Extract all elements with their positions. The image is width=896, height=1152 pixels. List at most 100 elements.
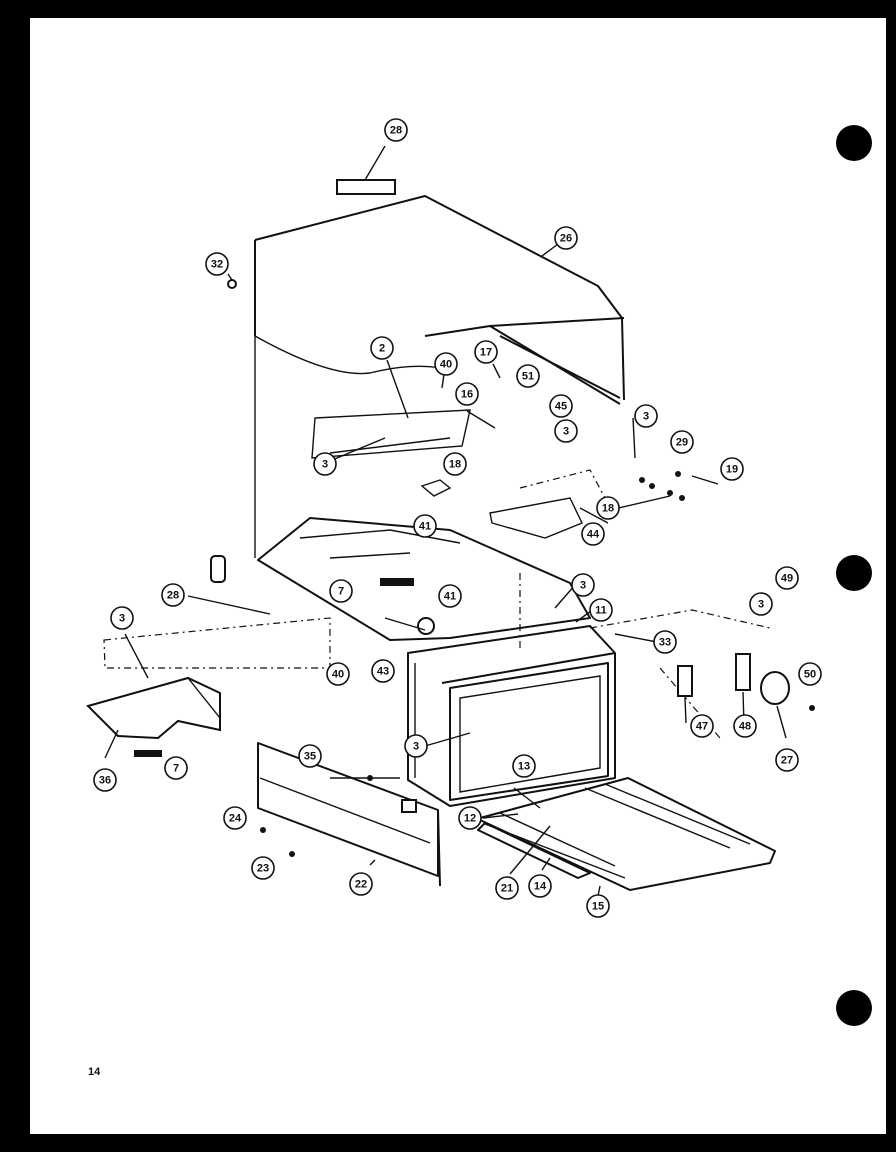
callout-number: 44: [587, 529, 600, 541]
callout-circle: [775, 566, 799, 590]
callout-number: 3: [563, 426, 569, 438]
callout-number: 45: [555, 401, 567, 413]
callout-number: 12: [464, 813, 476, 825]
part-callout-21: 21: [495, 876, 519, 900]
callout-circle: [554, 226, 578, 250]
callout-circle: [495, 876, 519, 900]
part-callout-49: 49: [775, 566, 799, 590]
callout-circle: [690, 714, 714, 738]
callout-number: 18: [449, 459, 461, 471]
top-bracket: [336, 179, 396, 195]
callout-circle: [370, 336, 394, 360]
part-callout-3: 3: [634, 404, 658, 428]
switch-assembly: [420, 479, 452, 497]
callout-number: 32: [211, 259, 223, 271]
hinge-rail: [477, 822, 591, 879]
callout-number: 49: [781, 573, 793, 585]
callout-number: 3: [413, 741, 419, 753]
callout-number: 23: [257, 863, 269, 875]
callout-number: 40: [332, 669, 344, 681]
part-callout-15: 15: [586, 894, 610, 918]
cabinet-cover: [254, 195, 625, 558]
callout-circle: [720, 457, 744, 481]
callout-circle: [775, 748, 799, 772]
callout-circle: [512, 754, 536, 778]
callout-number: 7: [173, 763, 179, 775]
vent-strip: [134, 750, 162, 757]
part-callout-33: 33: [653, 630, 677, 654]
callout-circle: [384, 118, 408, 142]
screw: [227, 279, 237, 289]
callout-circle: [653, 630, 677, 654]
part-callout-50: 50: [798, 662, 822, 686]
callout-number: 14: [534, 881, 547, 893]
floor-pan: [257, 517, 591, 641]
part-callout-14: 14: [528, 874, 552, 898]
callout-number: 13: [518, 761, 530, 773]
callout-circle: [413, 514, 437, 538]
capacitor: [210, 555, 226, 583]
part-callout-18: 18: [443, 452, 467, 476]
callout-number: 15: [592, 901, 604, 913]
callout-number: 24: [229, 813, 242, 825]
part-callout-43: 43: [371, 659, 395, 683]
small-hardware: [639, 471, 719, 501]
part-callout-7: 7: [164, 756, 188, 780]
right-hardware: [677, 653, 815, 711]
part-callout-23: 23: [251, 856, 275, 880]
part-callout-40: 40: [434, 352, 458, 376]
part-callout-3: 3: [313, 452, 337, 476]
part-callout-19: 19: [720, 457, 744, 481]
part-callout-41: 41: [413, 514, 437, 538]
bracket-plate: [489, 497, 583, 539]
part-callout-17: 17: [474, 340, 498, 364]
part-callout-13: 13: [512, 754, 536, 778]
part-callout-3: 3: [554, 419, 578, 443]
callout-number: 17: [480, 347, 492, 359]
callout-number: 27: [781, 755, 793, 767]
part-callout-45: 45: [549, 394, 573, 418]
oven-door: [479, 777, 776, 891]
callout-number: 3: [758, 599, 764, 611]
callout-number: 2: [379, 343, 385, 355]
callout-circle: [329, 579, 353, 603]
callout-number: 41: [444, 591, 456, 603]
callout-circle: [434, 352, 458, 376]
callout-number: 3: [580, 580, 586, 592]
part-callout-40: 40: [326, 662, 350, 686]
side-panel: [86, 676, 221, 740]
bracket: [677, 665, 693, 697]
callout-circle: [586, 894, 610, 918]
callout-circle: [443, 452, 467, 476]
part-callout-28: 28: [161, 583, 185, 607]
binder-hole: [836, 125, 872, 161]
callout-circle: [581, 522, 605, 546]
callout-number: 33: [659, 637, 671, 649]
callout-circle: [205, 252, 229, 276]
callout-circle: [474, 340, 498, 364]
clip: [401, 799, 417, 813]
part-callout-18: 18: [596, 496, 620, 520]
callout-circle: [438, 584, 462, 608]
callout-number: 18: [602, 503, 614, 515]
oven-cavity: [407, 617, 616, 807]
callout-number: 40: [440, 359, 452, 371]
callout-circle: [634, 404, 658, 428]
binder-hole: [836, 555, 872, 591]
part-callout-26: 26: [554, 226, 578, 250]
part-callout-12: 12: [458, 806, 482, 830]
inner-plate: [311, 409, 471, 459]
callout-circle: [589, 598, 613, 622]
callout-circle: [164, 756, 188, 780]
callout-number: 35: [304, 751, 316, 763]
motor: [760, 671, 790, 705]
part-callout-7: 7: [329, 579, 353, 603]
callout-circle: [371, 659, 395, 683]
callout-number: 51: [522, 371, 534, 383]
callout-circle: [349, 872, 373, 896]
callout-circle: [223, 806, 247, 830]
callout-number: 50: [804, 669, 816, 681]
callout-circle: [571, 573, 595, 597]
